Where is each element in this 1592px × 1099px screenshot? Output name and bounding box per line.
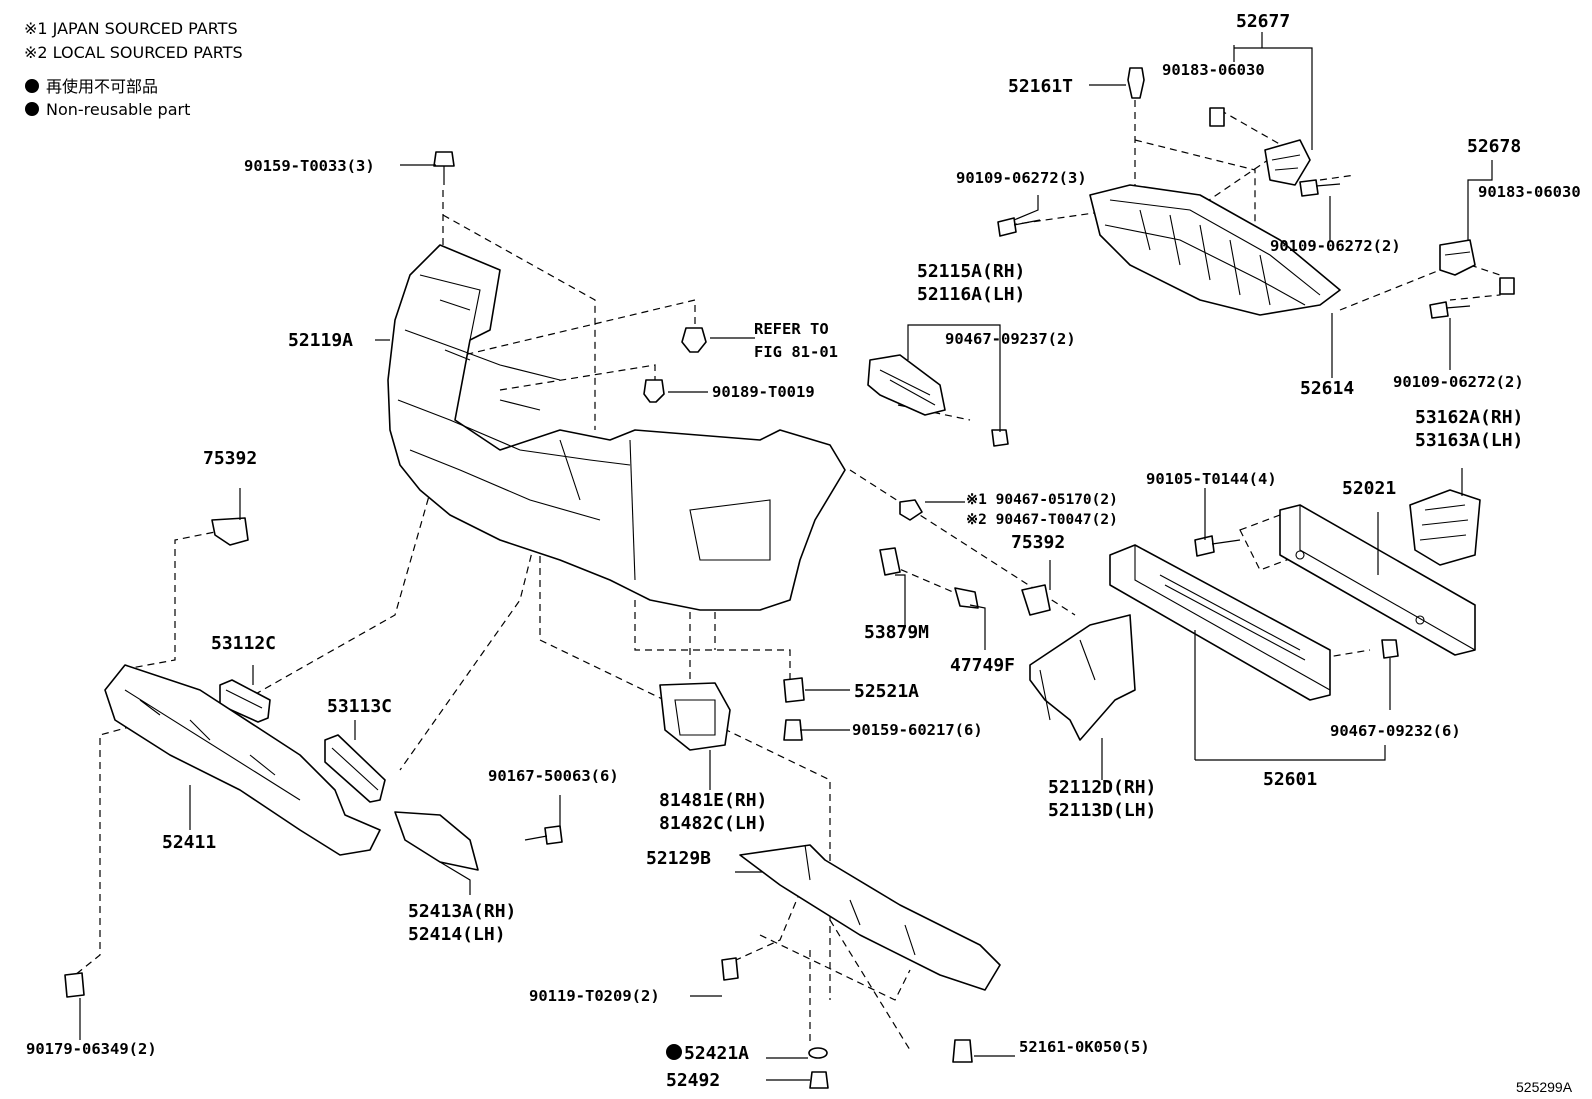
label-52614: 52614 <box>1300 378 1354 399</box>
cover-81481E <box>659 682 731 751</box>
label-75392-a: 75392 <box>203 448 257 469</box>
clip-52161T <box>1127 67 1145 99</box>
label-52413A: 52413A(RH) <box>408 901 516 922</box>
leader-lines <box>79 32 1493 1081</box>
fastener-52421A-icon <box>808 1039 973 1089</box>
label-52115A: 52115A(RH) <box>917 261 1025 282</box>
label-52411: 52411 <box>162 832 216 853</box>
label-52113D: 52113D(LH) <box>1048 800 1156 821</box>
label-90109-06272-2b: 90109-06272(2) <box>1393 373 1524 391</box>
part-labels: 52677 90183-06030 52161T 90109-06272(3) … <box>26 11 1581 1091</box>
label-refer-to: REFER TO <box>754 320 829 338</box>
label-53113C: 53113C <box>327 696 392 717</box>
bolt-90109-icons <box>997 179 1471 319</box>
extension-52112D <box>1029 614 1136 741</box>
label-90183-06030-b: 90183-06030 <box>1478 183 1581 201</box>
label-52678: 52678 <box>1467 136 1521 157</box>
reinforcement-52411 <box>104 664 381 856</box>
label-90467-05170: ※1 90467-05170(2) <box>966 492 1118 508</box>
label-52414: 52414(LH) <box>408 924 506 945</box>
label-52521A: 52521A <box>854 681 919 702</box>
clip-75392-icons <box>211 517 1051 616</box>
nut-90189-T0019-icon <box>643 379 665 403</box>
label-90189-T0019: 90189-T0019 <box>712 383 815 401</box>
label-52116A: 52116A(LH) <box>917 284 1025 305</box>
clip-90467-05170-icon <box>899 499 923 521</box>
nonreusable-bullet-icon <box>25 102 39 116</box>
nonreusable-bullet-icon <box>25 79 39 93</box>
label-52601: 52601 <box>1263 769 1317 790</box>
label-47749F: 47749F <box>950 655 1015 676</box>
label-90179-06349: 90179-06349(2) <box>26 1040 157 1058</box>
bumper-reinforcement-52119A <box>387 244 846 611</box>
label-90159-T0033: 90159-T0033(3) <box>244 157 375 175</box>
undercover-52129B <box>739 844 1001 991</box>
fastener-52521A-icon <box>783 677 805 741</box>
label-81482C: 81482C(LH) <box>659 813 767 834</box>
label-90467-09237: 90467-09237(2) <box>945 330 1076 348</box>
label-52112D: 52112D(RH) <box>1048 777 1156 798</box>
label-52677: 52677 <box>1236 11 1290 32</box>
bolt-90105-T0144-icon <box>1194 535 1241 557</box>
bolt-90159-T0033-icon <box>433 151 455 185</box>
label-52161T: 52161T <box>1008 76 1073 97</box>
legend-nonreusable-jp: 再使用不可部品 <box>46 77 158 96</box>
label-90109-06272-3: 90109-06272(3) <box>956 169 1087 187</box>
label-52129B: 52129B <box>646 848 711 869</box>
label-53879M: 53879M <box>864 622 929 643</box>
deflector-52413A <box>394 811 479 871</box>
bracket-52115A <box>867 354 1009 447</box>
legend-nonreusable-en: Non-reusable part <box>46 100 190 119</box>
legend-local-sourced: ※2 LOCAL SOURCED PARTS <box>24 43 243 62</box>
label-90105-T0144: 90105-T0144(4) <box>1146 470 1277 488</box>
label-90467-T0047: ※2 90467-T0047(2) <box>966 512 1118 528</box>
figure-id: 525299A <box>1516 1079 1573 1095</box>
label-53112C: 53112C <box>211 633 276 654</box>
grille-support-52614 <box>1089 184 1341 316</box>
legend-japan-sourced: ※1 JAPAN SOURCED PARTS <box>24 19 238 38</box>
bracket-53879M <box>879 547 979 609</box>
label-53162A: 53162A(RH) <box>1415 407 1523 428</box>
label-53163A: 53163A(LH) <box>1415 430 1523 451</box>
label-52421A: 52421A <box>684 1043 749 1064</box>
label-75392-b: 75392 <box>1011 532 1065 553</box>
label-90183-06030-a: 90183-06030 <box>1162 61 1265 79</box>
absorber-52021 <box>1279 504 1476 656</box>
clip-90179-06349-icon <box>64 972 85 998</box>
legend: ※1 JAPAN SOURCED PARTS ※2 LOCAL SOURCED … <box>24 19 243 119</box>
bracket-53162A <box>1409 489 1481 566</box>
clip-90467-09232-icon <box>1381 639 1399 659</box>
label-52161-0K050: 52161-0K050(5) <box>1019 1038 1150 1056</box>
label-90159-60217: 90159-60217(6) <box>852 721 983 739</box>
label-52021: 52021 <box>1342 478 1396 499</box>
nonreusable-bullet-icon <box>666 1044 682 1060</box>
label-90167-50063: 90167-50063(6) <box>488 767 619 785</box>
label-90467-09232: 90467-09232(6) <box>1330 722 1461 740</box>
label-90119-T0209: 90119-T0209(2) <box>529 987 660 1005</box>
screw-90167-50063-icon <box>524 825 563 845</box>
lower-member-52601 <box>1109 544 1331 701</box>
label-90109-06272-2a: 90109-06272(2) <box>1270 237 1401 255</box>
label-52492: 52492 <box>666 1070 720 1091</box>
garnish-53113C <box>324 734 386 803</box>
bracket-52677 <box>1209 107 1311 186</box>
label-81481E: 81481E(RH) <box>659 790 767 811</box>
bracket-52678 <box>1439 239 1515 295</box>
bolt-90119-T0209-icon <box>721 957 739 981</box>
label-52119A: 52119A <box>288 330 353 351</box>
label-fig-81-01: FIG 81-01 <box>754 343 838 361</box>
clip-refer-fig-icon <box>681 327 707 353</box>
